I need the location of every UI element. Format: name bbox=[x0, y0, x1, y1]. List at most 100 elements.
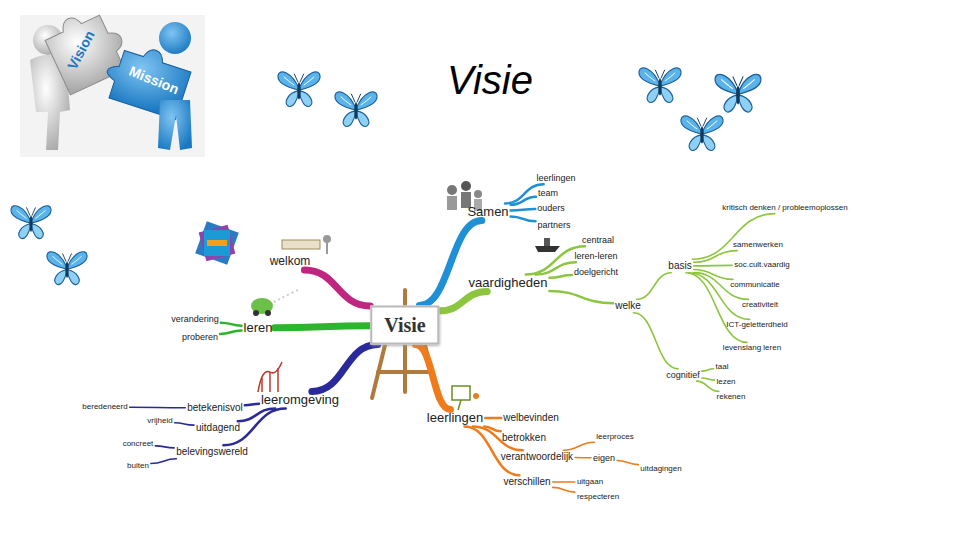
branch-label: lezen bbox=[714, 376, 737, 387]
node-text: ouders bbox=[537, 203, 565, 213]
node-text: centraal bbox=[582, 235, 614, 245]
page-title: Visie bbox=[447, 58, 533, 103]
branch-line bbox=[511, 197, 536, 205]
butterfly bbox=[335, 92, 377, 127]
branch-line bbox=[245, 404, 259, 405]
node-text: buiten bbox=[127, 461, 149, 470]
branch-label: samenwerken bbox=[731, 239, 785, 250]
branch-label: cognitief bbox=[664, 369, 702, 381]
node-text: vaardigheden bbox=[469, 276, 548, 291]
branch-line bbox=[312, 345, 378, 392]
node-text: doelgericht bbox=[574, 267, 618, 277]
butterfly bbox=[47, 252, 87, 285]
branch-label: verandering bbox=[169, 313, 221, 325]
branch-label: doelgericht bbox=[572, 266, 620, 278]
branch-label: beredeneerd bbox=[80, 401, 129, 412]
node-text: ICT-geletterdheid bbox=[726, 320, 787, 329]
welcome-sign-icon bbox=[282, 235, 331, 254]
branch-line bbox=[563, 442, 594, 450]
branch-line bbox=[553, 481, 575, 483]
branch-label: uitdagend bbox=[194, 421, 242, 435]
node-text: Visie bbox=[384, 314, 425, 337]
branch-line bbox=[575, 457, 591, 459]
node-text: verantwoordelijk bbox=[501, 451, 573, 463]
branch-line bbox=[694, 251, 738, 263]
node-text: welbevinden bbox=[503, 412, 559, 424]
branch-line bbox=[440, 291, 487, 310]
butterfly bbox=[639, 68, 681, 103]
branch-line bbox=[633, 313, 678, 369]
branch-line bbox=[220, 331, 242, 334]
rollercoaster-icon bbox=[258, 362, 282, 392]
branch-line bbox=[511, 209, 536, 211]
branch-line bbox=[637, 273, 671, 300]
branch-line bbox=[549, 275, 572, 278]
branch-label: basis bbox=[666, 259, 693, 273]
branch-line bbox=[274, 326, 370, 328]
branch-label: team bbox=[536, 187, 560, 199]
node-text: betekenisvol bbox=[187, 402, 243, 414]
node-text: Samen bbox=[467, 205, 508, 220]
branch-label: leeromgeving bbox=[259, 392, 341, 409]
node-text: belevingswereld bbox=[176, 446, 248, 458]
node-text: eigen bbox=[593, 453, 615, 463]
car-icon bbox=[251, 290, 298, 316]
branch-label: leerlingen bbox=[534, 172, 577, 184]
branch-label: leren-leren bbox=[572, 250, 619, 262]
branch-line bbox=[692, 214, 775, 260]
node-text: concreet bbox=[123, 439, 154, 448]
node-text: verandering bbox=[171, 314, 219, 324]
branch-label: rekenen bbox=[715, 391, 748, 402]
node-text: partners bbox=[537, 220, 570, 230]
branch-line bbox=[130, 406, 186, 408]
node-text: creativiteit bbox=[742, 300, 778, 309]
branch-label: Samen bbox=[465, 204, 510, 221]
branch-label: leren bbox=[242, 320, 275, 337]
node-text: cognitief bbox=[666, 370, 700, 380]
branch-label: partners bbox=[535, 219, 572, 231]
butterfly bbox=[278, 72, 320, 107]
branch-label: ICT-geletterdheid bbox=[724, 319, 789, 330]
central-topic: Visie bbox=[370, 306, 439, 345]
branch-label: levenslang leren bbox=[721, 342, 783, 353]
branch-label: verantwoordelijk bbox=[499, 450, 575, 464]
node-text: beredeneerd bbox=[82, 402, 127, 411]
branch-label: communicatie bbox=[728, 279, 781, 290]
branch-label: belevingswereld bbox=[174, 445, 250, 459]
node-text: basis bbox=[668, 260, 691, 272]
branch-line bbox=[694, 265, 733, 267]
branch-label: creativiteit bbox=[740, 299, 780, 310]
node-text: taal bbox=[716, 362, 729, 371]
branch-line bbox=[702, 369, 714, 371]
branch-line bbox=[617, 461, 638, 465]
node-text: uitdagend bbox=[196, 422, 240, 434]
node-text: betrokken bbox=[502, 432, 546, 444]
branch-label: ouders bbox=[535, 202, 567, 214]
branch-label: eigen bbox=[591, 452, 617, 464]
branch-label: respecteren bbox=[575, 491, 621, 502]
branch-line bbox=[549, 291, 613, 303]
node-text: welke bbox=[615, 300, 641, 312]
branch-line bbox=[702, 378, 715, 380]
node-text: vrijheid bbox=[147, 416, 172, 425]
node-text: samenwerken bbox=[733, 240, 783, 249]
node-text: levenslang leren bbox=[723, 343, 781, 352]
node-text: welkom bbox=[270, 255, 311, 269]
node-text: team bbox=[538, 188, 558, 198]
branch-line bbox=[304, 270, 370, 306]
branch-line bbox=[175, 423, 194, 425]
node-text: kritisch denken / probleemoplossen bbox=[722, 203, 847, 212]
node-text: leren bbox=[244, 321, 273, 336]
branch-line bbox=[553, 487, 575, 492]
node-text: rekenen bbox=[717, 392, 746, 401]
node-text: proberen bbox=[182, 332, 218, 342]
branch-label: verschillen bbox=[501, 475, 552, 489]
node-text: leerproces bbox=[596, 432, 633, 441]
branch-label: vaardigheden bbox=[467, 275, 550, 292]
branch-line bbox=[485, 417, 501, 420]
branch-label: kritisch denken / probleemoplossen bbox=[720, 202, 849, 213]
logo-icon bbox=[195, 221, 239, 265]
node-text: lezen bbox=[716, 377, 735, 386]
branch-line bbox=[415, 345, 450, 410]
branch-label: uitgaan bbox=[575, 476, 605, 487]
